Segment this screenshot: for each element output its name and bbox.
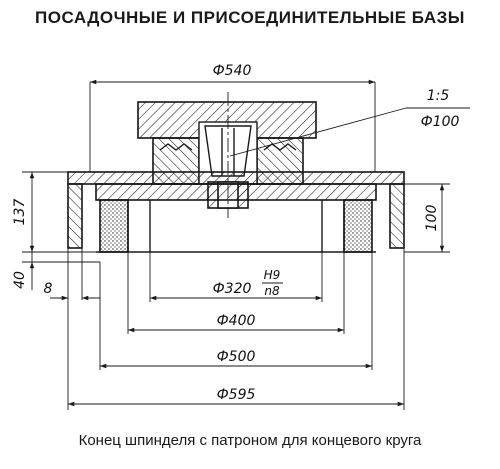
dim-d595: Ф595: [217, 387, 256, 403]
dim-fit-hole: H9: [264, 268, 281, 282]
chuck-section: [67, 101, 405, 253]
dim-d400: Ф400: [217, 313, 256, 329]
dim-w8: 8: [44, 281, 53, 297]
page-title: ПОСАДОЧНЫЕ И ПРИСОЕДИНИТЕЛЬНЫЕ БАЗЫ: [35, 8, 465, 27]
dim-h137: 137: [12, 199, 28, 226]
dimension-lines: [22, 79, 470, 410]
dim-d540: Ф540: [213, 63, 252, 79]
abrasive-right: [343, 199, 373, 253]
dim-d100: Ф100: [421, 114, 460, 130]
dim-fit-shaft: n8: [264, 284, 280, 298]
abrasive-left: [99, 199, 129, 253]
dim-h40: 40: [12, 271, 28, 289]
dim-taper: 1:5: [427, 88, 450, 104]
dim-d500: Ф500: [217, 349, 256, 365]
figure-caption: Конец шпинделя с патроном для концевого …: [78, 432, 422, 449]
dim-h100: 100: [424, 205, 440, 232]
dim-d320: Ф320: [213, 281, 252, 297]
